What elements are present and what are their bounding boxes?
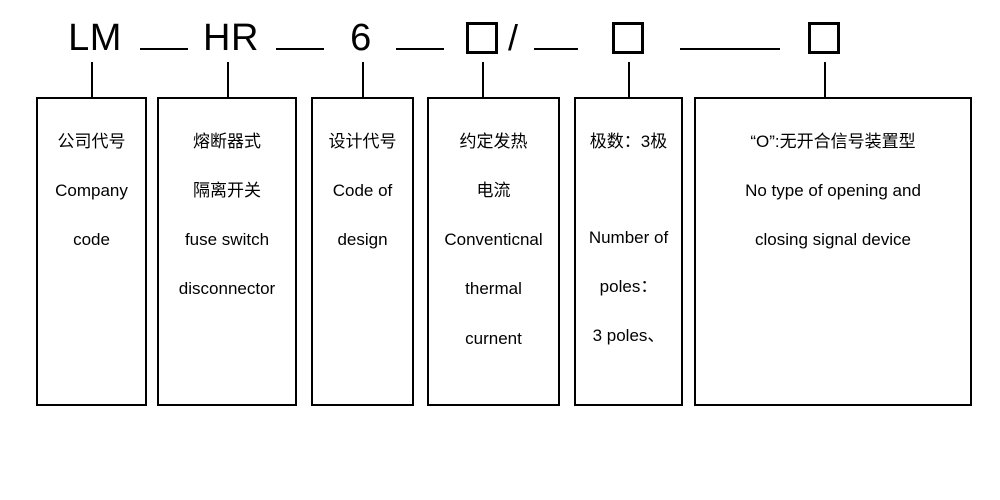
fuse-switch-disconnector-box-text: 熔断器式 隔离开关 fuse switch disconnector: [159, 105, 295, 327]
company-code-en-0: Company: [55, 180, 128, 200]
signal-device-en-0: No type of opening and: [745, 180, 921, 200]
signal-device-type-box: “O”:无开合信号装置型 No type of opening and clos…: [694, 97, 972, 406]
company-code-box-text: 公司代号 Company code: [38, 105, 145, 277]
code-dash-3: [396, 48, 444, 50]
connector-code-of-design: [362, 62, 364, 97]
number-of-poles-box: 极数：3极 Number of poles： 3 poles、: [574, 97, 683, 406]
code-of-design-en-1: design: [337, 230, 388, 250]
code-designation-line: LM HR 6 /: [0, 12, 1000, 64]
thermal-current-cn-0: 约定发热: [459, 131, 528, 151]
fuse-switch-disconnector-box: 熔断器式 隔离开关 fuse switch disconnector: [157, 97, 297, 406]
code-dash-1: [140, 48, 188, 50]
fuse-switch-en-0: fuse switch: [184, 230, 270, 250]
code-of-design-box-text: 设计代号 Code of design: [313, 105, 412, 277]
thermal-current-en-0: Conventicnal: [444, 230, 543, 250]
company-code-en-1: code: [73, 230, 110, 250]
signal-device-cn-0: “O”:无开合信号装置型: [750, 131, 916, 151]
code-dash-4: [534, 48, 578, 50]
fuse-switch-cn-1: 隔离开关: [193, 180, 261, 200]
code-dash-5: [680, 48, 780, 50]
code-of-design-box: 设计代号 Code of design: [311, 97, 414, 406]
number-of-poles-en-1: poles：: [599, 276, 658, 296]
number-of-poles-en-2: 3 poles、: [592, 326, 665, 346]
signal-device-type-box-text: “O”:无开合信号装置型 No type of opening and clos…: [696, 105, 970, 277]
number-of-poles-cn-0: 极数：3极: [589, 131, 668, 151]
code-square-signal-device: [808, 22, 840, 54]
connector-thermal-current: [482, 62, 484, 97]
connector-number-of-poles: [628, 62, 630, 97]
code-token-hr: HR: [203, 17, 259, 59]
code-token-lm: LM: [68, 17, 122, 59]
signal-device-en-1: closing signal device: [755, 230, 911, 250]
fuse-switch-en-1: disconnector: [178, 279, 276, 299]
company-code-cn-0: 公司代号: [57, 131, 126, 151]
company-code-box: 公司代号 Company code: [36, 97, 147, 406]
code-slash: /: [507, 17, 518, 58]
connector-fuse-switch-disconnector: [227, 62, 229, 97]
connector-company-code: [91, 62, 93, 97]
code-of-design-cn-0: 设计代号: [328, 131, 397, 151]
code-dash-2: [276, 48, 324, 50]
number-of-poles-box-text: 极数：3极 Number of poles： 3 poles、: [576, 105, 681, 373]
thermal-current-cn-1: 电流: [476, 180, 511, 200]
code-of-design-en-0: Code of: [332, 180, 393, 200]
number-of-poles-en-0: Number of: [588, 227, 669, 247]
number-of-poles-spacer: [579, 179, 678, 201]
conventional-thermal-current-box: 约定发热 电流 Conventicnal thermal curnent: [427, 97, 560, 406]
fuse-switch-cn-0: 熔断器式: [193, 131, 261, 151]
connector-signal-device: [824, 62, 826, 97]
code-token-6: 6: [350, 17, 372, 59]
code-square-thermal-current: [466, 22, 498, 54]
thermal-current-en-1: thermal: [465, 279, 522, 299]
code-square-poles: [612, 22, 644, 54]
conventional-thermal-current-box-text: 约定发热 电流 Conventicnal thermal curnent: [429, 105, 558, 376]
thermal-current-en-2: curnent: [465, 328, 522, 348]
